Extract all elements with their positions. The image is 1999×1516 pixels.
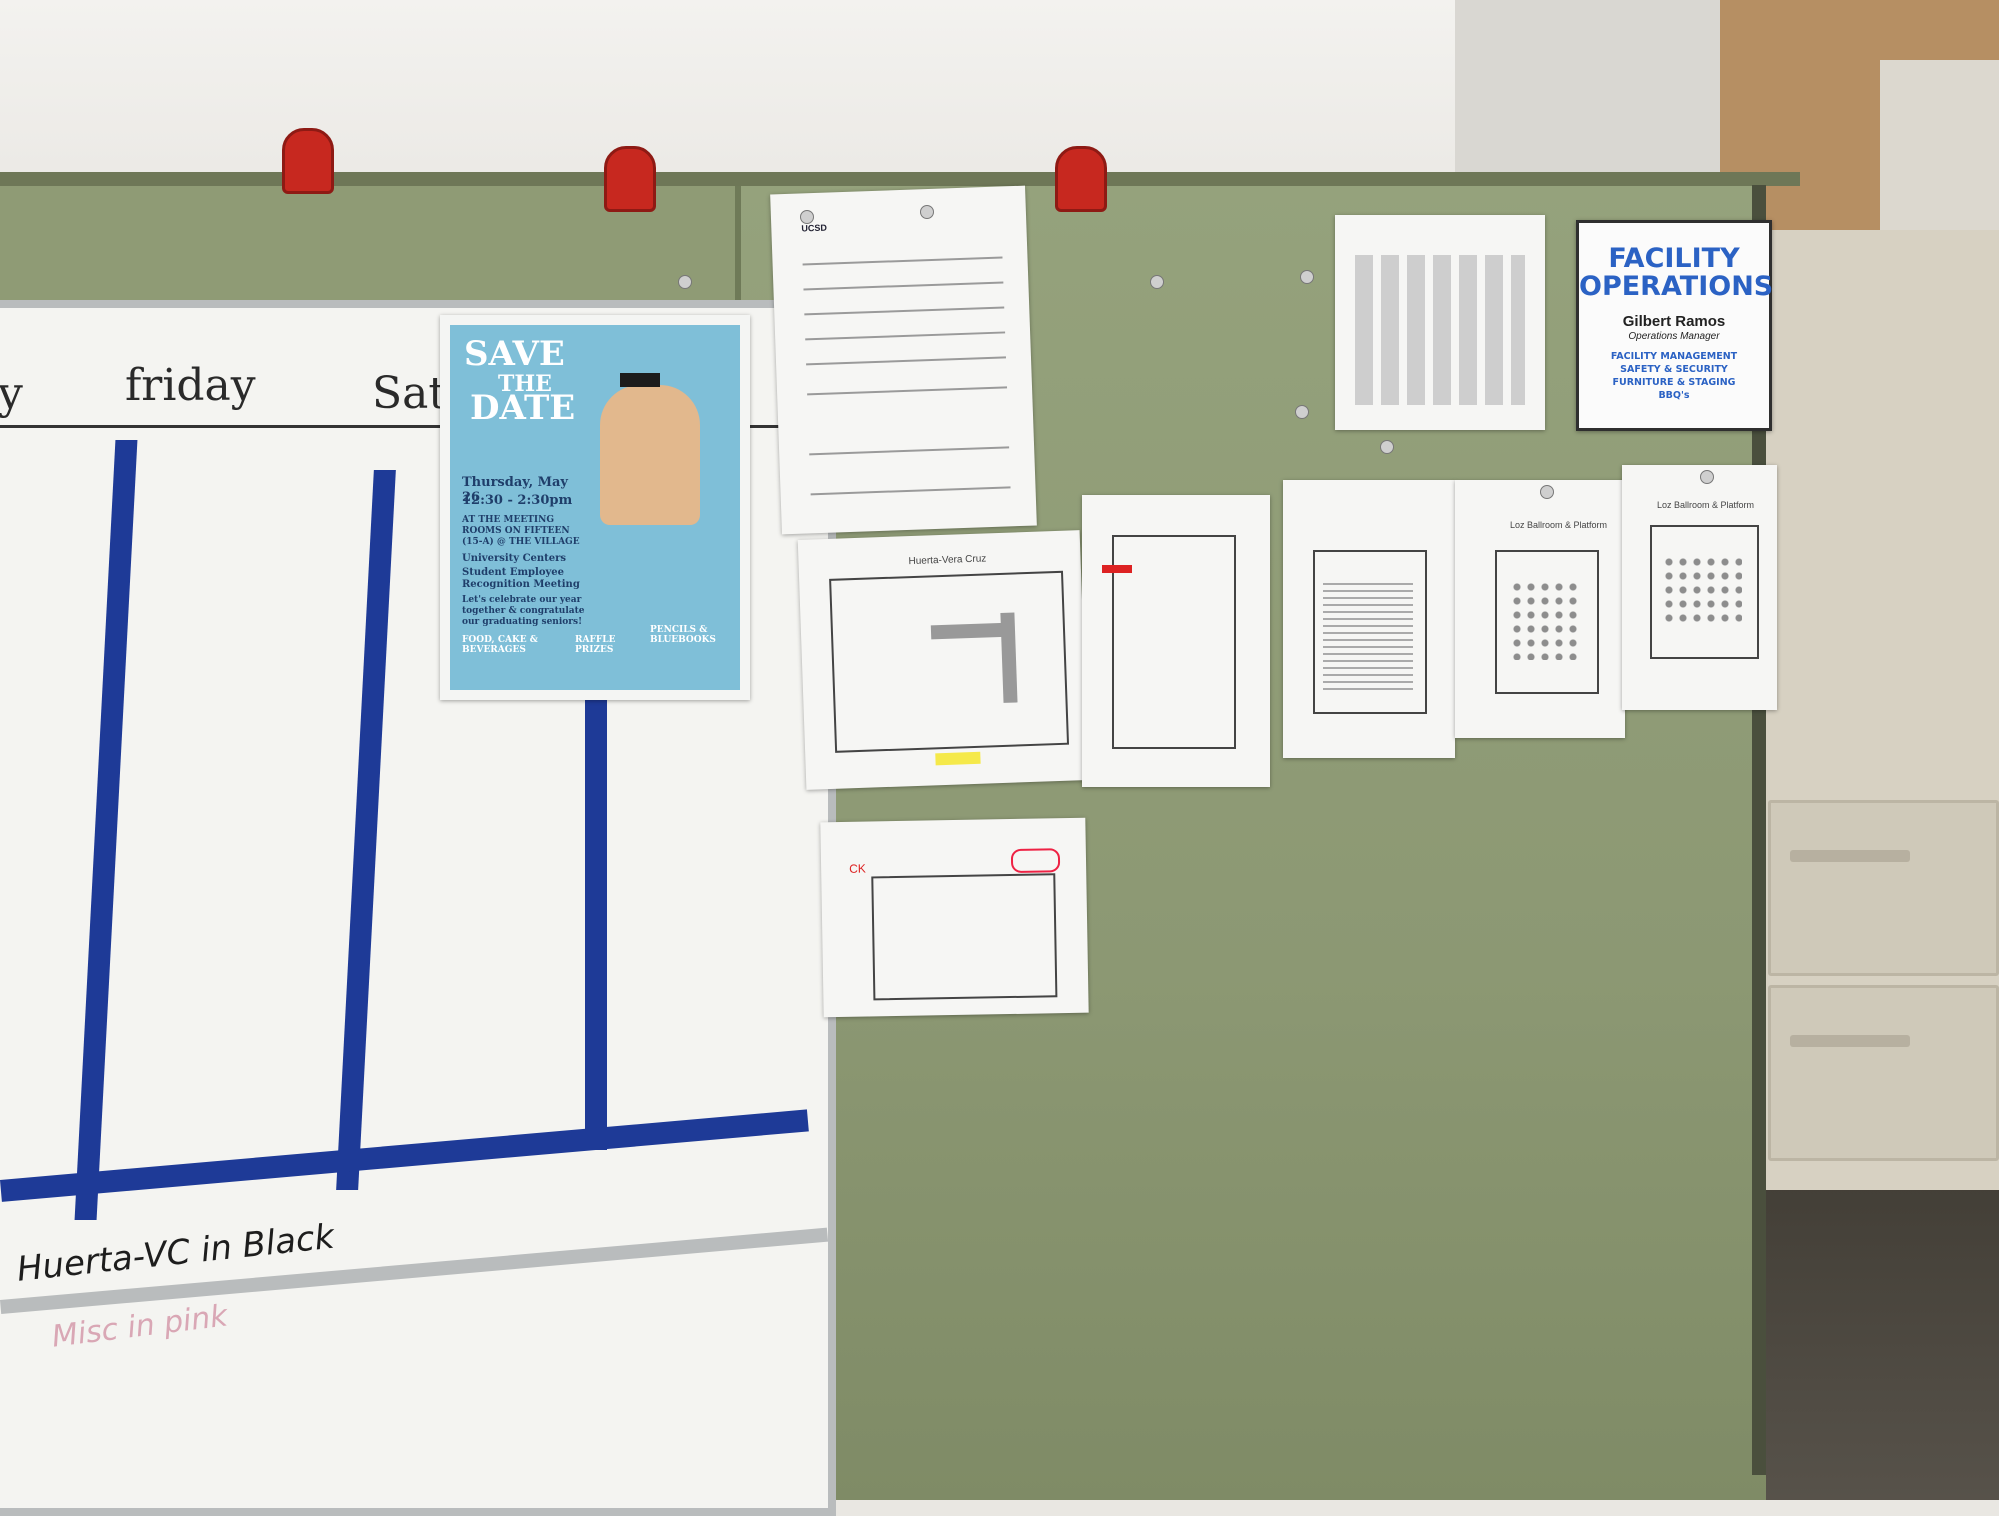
sign-item: FACILITY MANAGEMENT [1610, 351, 1738, 362]
form-line [806, 356, 1007, 366]
push-pin [678, 275, 692, 289]
form-line [805, 331, 1006, 341]
day-label-friday: friday [125, 360, 256, 411]
poster-date: Thursday, May 26 [462, 475, 568, 505]
poster-title: SAVE [464, 334, 565, 374]
floorplan-sheet [1082, 495, 1270, 787]
floorplan-outline [1650, 525, 1759, 659]
cabinet-drawer [1768, 800, 1999, 976]
red-hook [1055, 146, 1107, 212]
red-text-note [1102, 565, 1132, 573]
facility-operations-sign: FACILITY OPERATIONS Gilbert Ramos Operat… [1576, 220, 1774, 431]
form-line [802, 256, 1003, 266]
drawer-handle [1790, 850, 1910, 862]
poster-perk: RAFFLE PRIZES [575, 635, 616, 655]
sign-title: OPERATIONS [1579, 271, 1774, 302]
floorplan-sheet: Loz Ballroom & Platform [1622, 465, 1777, 710]
poster-title: DATE [470, 388, 576, 428]
push-pin [920, 205, 934, 219]
floorplan-outline [829, 570, 1070, 753]
form-line [809, 446, 1010, 456]
sign-item: BBQ's [1658, 390, 1690, 401]
push-pin [1295, 405, 1309, 419]
floorplan-outline [871, 873, 1058, 1001]
form-line [807, 386, 1008, 396]
cabinet-drawer [1768, 985, 1999, 1161]
push-pin [1380, 440, 1394, 454]
form-line [804, 306, 1005, 316]
table-dots [1662, 555, 1742, 625]
floorplan-label: CK [849, 861, 866, 876]
push-pin [800, 210, 814, 224]
red-hook [282, 128, 334, 194]
poster-time: 12:30 - 2:30pm [462, 493, 573, 508]
red-hook [604, 146, 656, 212]
poster-title: THE [498, 371, 552, 397]
highlight-note [935, 751, 981, 766]
sign-name: Gilbert Ramos [1622, 313, 1726, 330]
sign-title: FACILITY [1608, 243, 1740, 274]
tape-line [585, 670, 607, 1150]
table-dots [1510, 580, 1580, 660]
push-pin [1150, 275, 1164, 289]
pink-circle-note [1010, 848, 1061, 874]
poster-perk: FOOD, CAKE & BEVERAGES [462, 635, 538, 655]
graduation-cap-icon [620, 373, 660, 387]
poster-org: University Centers [462, 553, 567, 564]
day-label: y [0, 368, 23, 419]
office-wall [0, 0, 1460, 190]
sign-role: Operations Manager [1628, 331, 1720, 342]
sign-item: SAFETY & SECURITY [1620, 364, 1728, 375]
schedule-table [1355, 255, 1525, 405]
floorplan-sheet: Loz Ballroom & Platform [1455, 480, 1625, 738]
floorplan-title: Loz Ballroom & Platform [1510, 520, 1608, 530]
mascot-figure [600, 385, 700, 525]
floorplan-sheet: Huerta-Vera Cruz [797, 530, 1089, 790]
floorplan-sheet [1283, 480, 1455, 758]
schedule-sheet [1335, 215, 1545, 430]
poster-event: Student Employee Recognition Meeting [462, 567, 580, 590]
push-pin [1700, 470, 1714, 484]
cubicle-top-rail [0, 172, 1800, 186]
form-document: UCSD [770, 185, 1037, 535]
poster-perk: PENCILS & BLUEBOOKS [650, 625, 716, 645]
sign-item: FURNITURE & STAGING [1612, 377, 1736, 388]
save-the-date-poster: SAVE THE DATE Thursday, May 26 12:30 - 2… [440, 315, 750, 700]
floorplan-title: Loz Ballroom & Platform [1657, 500, 1755, 510]
push-pin [1540, 485, 1554, 499]
floorplan-outline [1313, 550, 1427, 714]
floorplan-sheet: CK [820, 817, 1089, 1018]
seating-rows [1323, 580, 1413, 690]
push-pin [1300, 270, 1314, 284]
whiteboard-header-line [0, 425, 780, 428]
form-line [803, 281, 1004, 291]
floorplan-outline [1495, 550, 1599, 694]
poster-location: AT THE MEETING ROOMS ON FIFTEEN (15-A) @… [462, 515, 580, 547]
form-line [810, 486, 1011, 496]
floorplan-title: Huerta-Vera Cruz [908, 553, 987, 568]
floorplan-outline [1112, 535, 1236, 749]
ucsd-logo: UCSD [801, 222, 828, 234]
storage-box [1880, 60, 1999, 240]
drawer-handle [1790, 1035, 1910, 1047]
poster-tagline: Let's celebrate our year together & cong… [462, 595, 585, 627]
